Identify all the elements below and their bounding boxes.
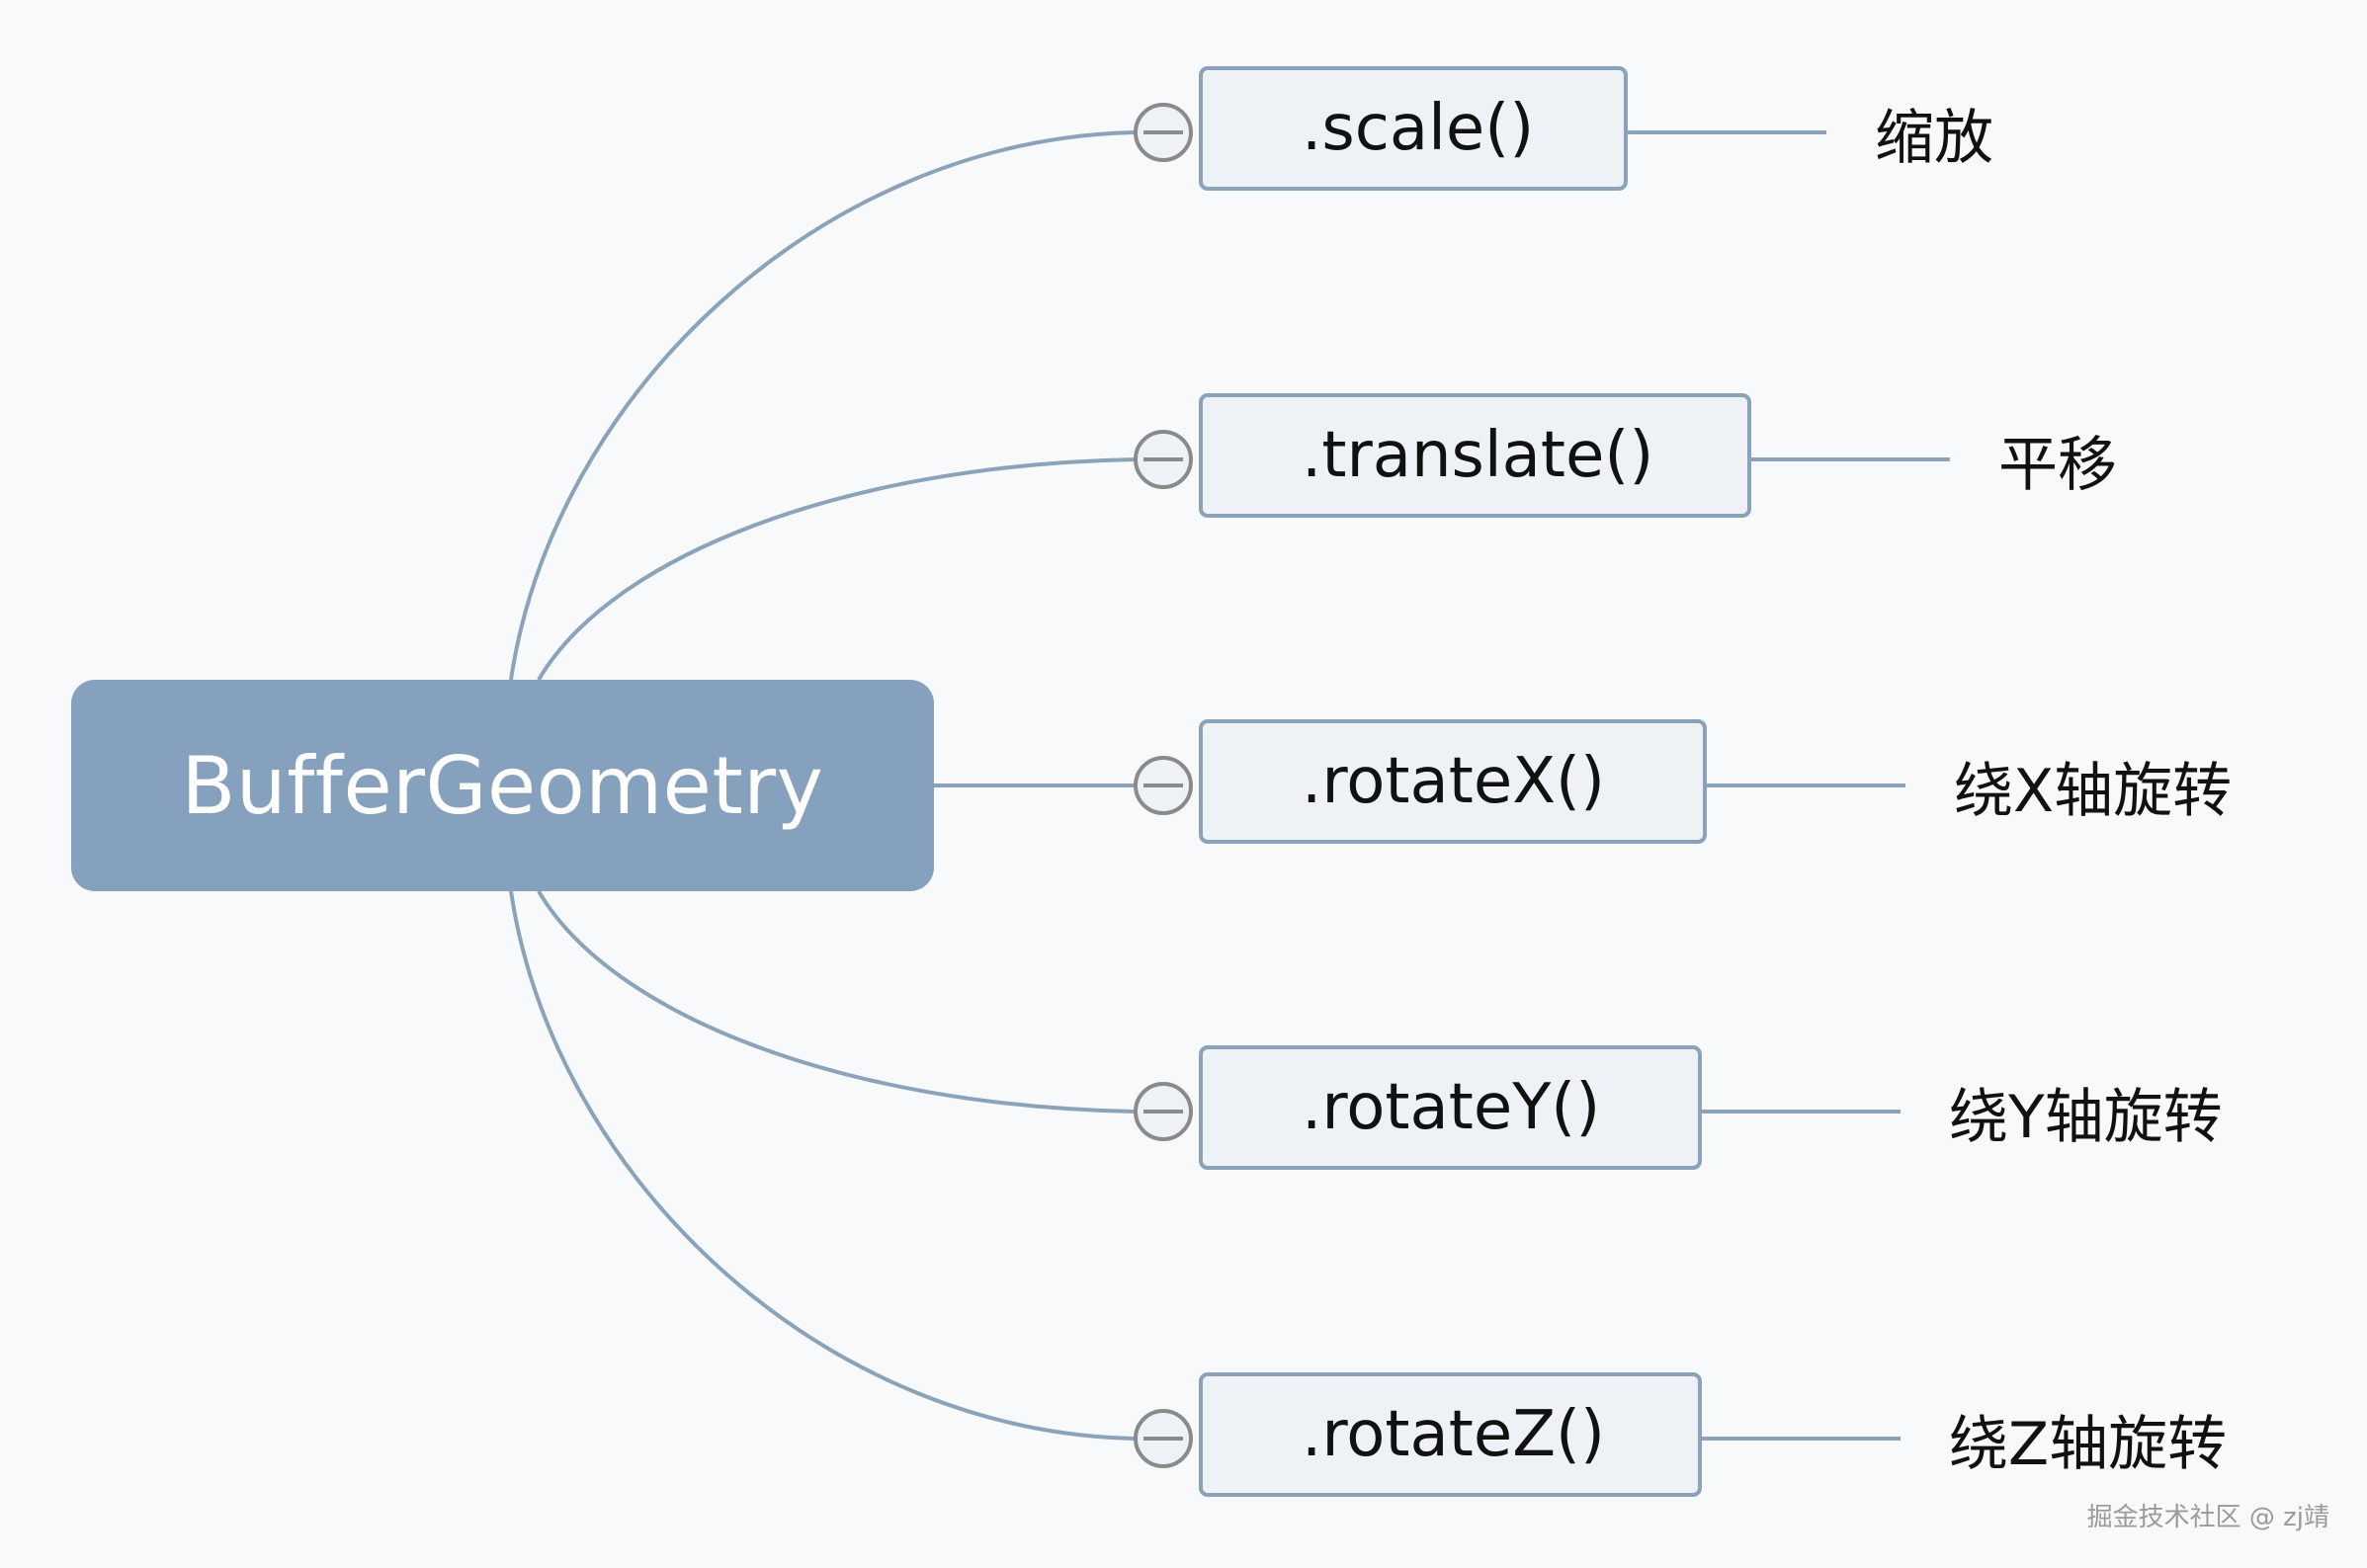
description-rotatex: 绕X轴旋转 bbox=[1954, 756, 2233, 826]
node-rotatez-label: .rotateZ() bbox=[1302, 1398, 1605, 1471]
minus-circle-icon[interactable] bbox=[1134, 1082, 1193, 1141]
node-scale-label: .scale() bbox=[1302, 92, 1535, 165]
description-rotatey: 绕Y轴旋转 bbox=[1949, 1082, 2223, 1152]
node-rotatey-label: .rotateY() bbox=[1302, 1071, 1601, 1144]
description-rotatez: 绕Z轴旋转 bbox=[1949, 1409, 2228, 1479]
connector-rotatey bbox=[537, 889, 1138, 1114]
node-translate-label: .translate() bbox=[1302, 419, 1654, 492]
minus-circle-icon[interactable] bbox=[1134, 1409, 1193, 1468]
description-scale: 缩放 bbox=[1875, 103, 1993, 173]
node-scale[interactable]: .scale() bbox=[1199, 66, 1628, 191]
connector-rotatez bbox=[509, 890, 1138, 1441]
node-rotatez[interactable]: .rotateZ() bbox=[1199, 1372, 1702, 1497]
minus-circle-icon[interactable] bbox=[1134, 756, 1193, 815]
node-rotatex[interactable]: .rotateX() bbox=[1199, 719, 1707, 844]
node-rotatex-label: .rotateX() bbox=[1302, 745, 1605, 818]
node-rotatey[interactable]: .rotateY() bbox=[1199, 1045, 1702, 1170]
root-node-label: BufferGeometry bbox=[181, 739, 824, 832]
root-node[interactable]: BufferGeometry bbox=[71, 680, 934, 891]
node-translate[interactable]: .translate() bbox=[1199, 393, 1751, 518]
watermark: 掘金技术社区 @ zj靖 bbox=[2086, 1503, 2329, 1532]
connector-translate bbox=[537, 457, 1138, 682]
minus-circle-icon[interactable] bbox=[1134, 103, 1193, 162]
description-translate: 平移 bbox=[1998, 430, 2117, 500]
minus-circle-icon[interactable] bbox=[1134, 430, 1193, 489]
connector-scale bbox=[509, 130, 1138, 681]
